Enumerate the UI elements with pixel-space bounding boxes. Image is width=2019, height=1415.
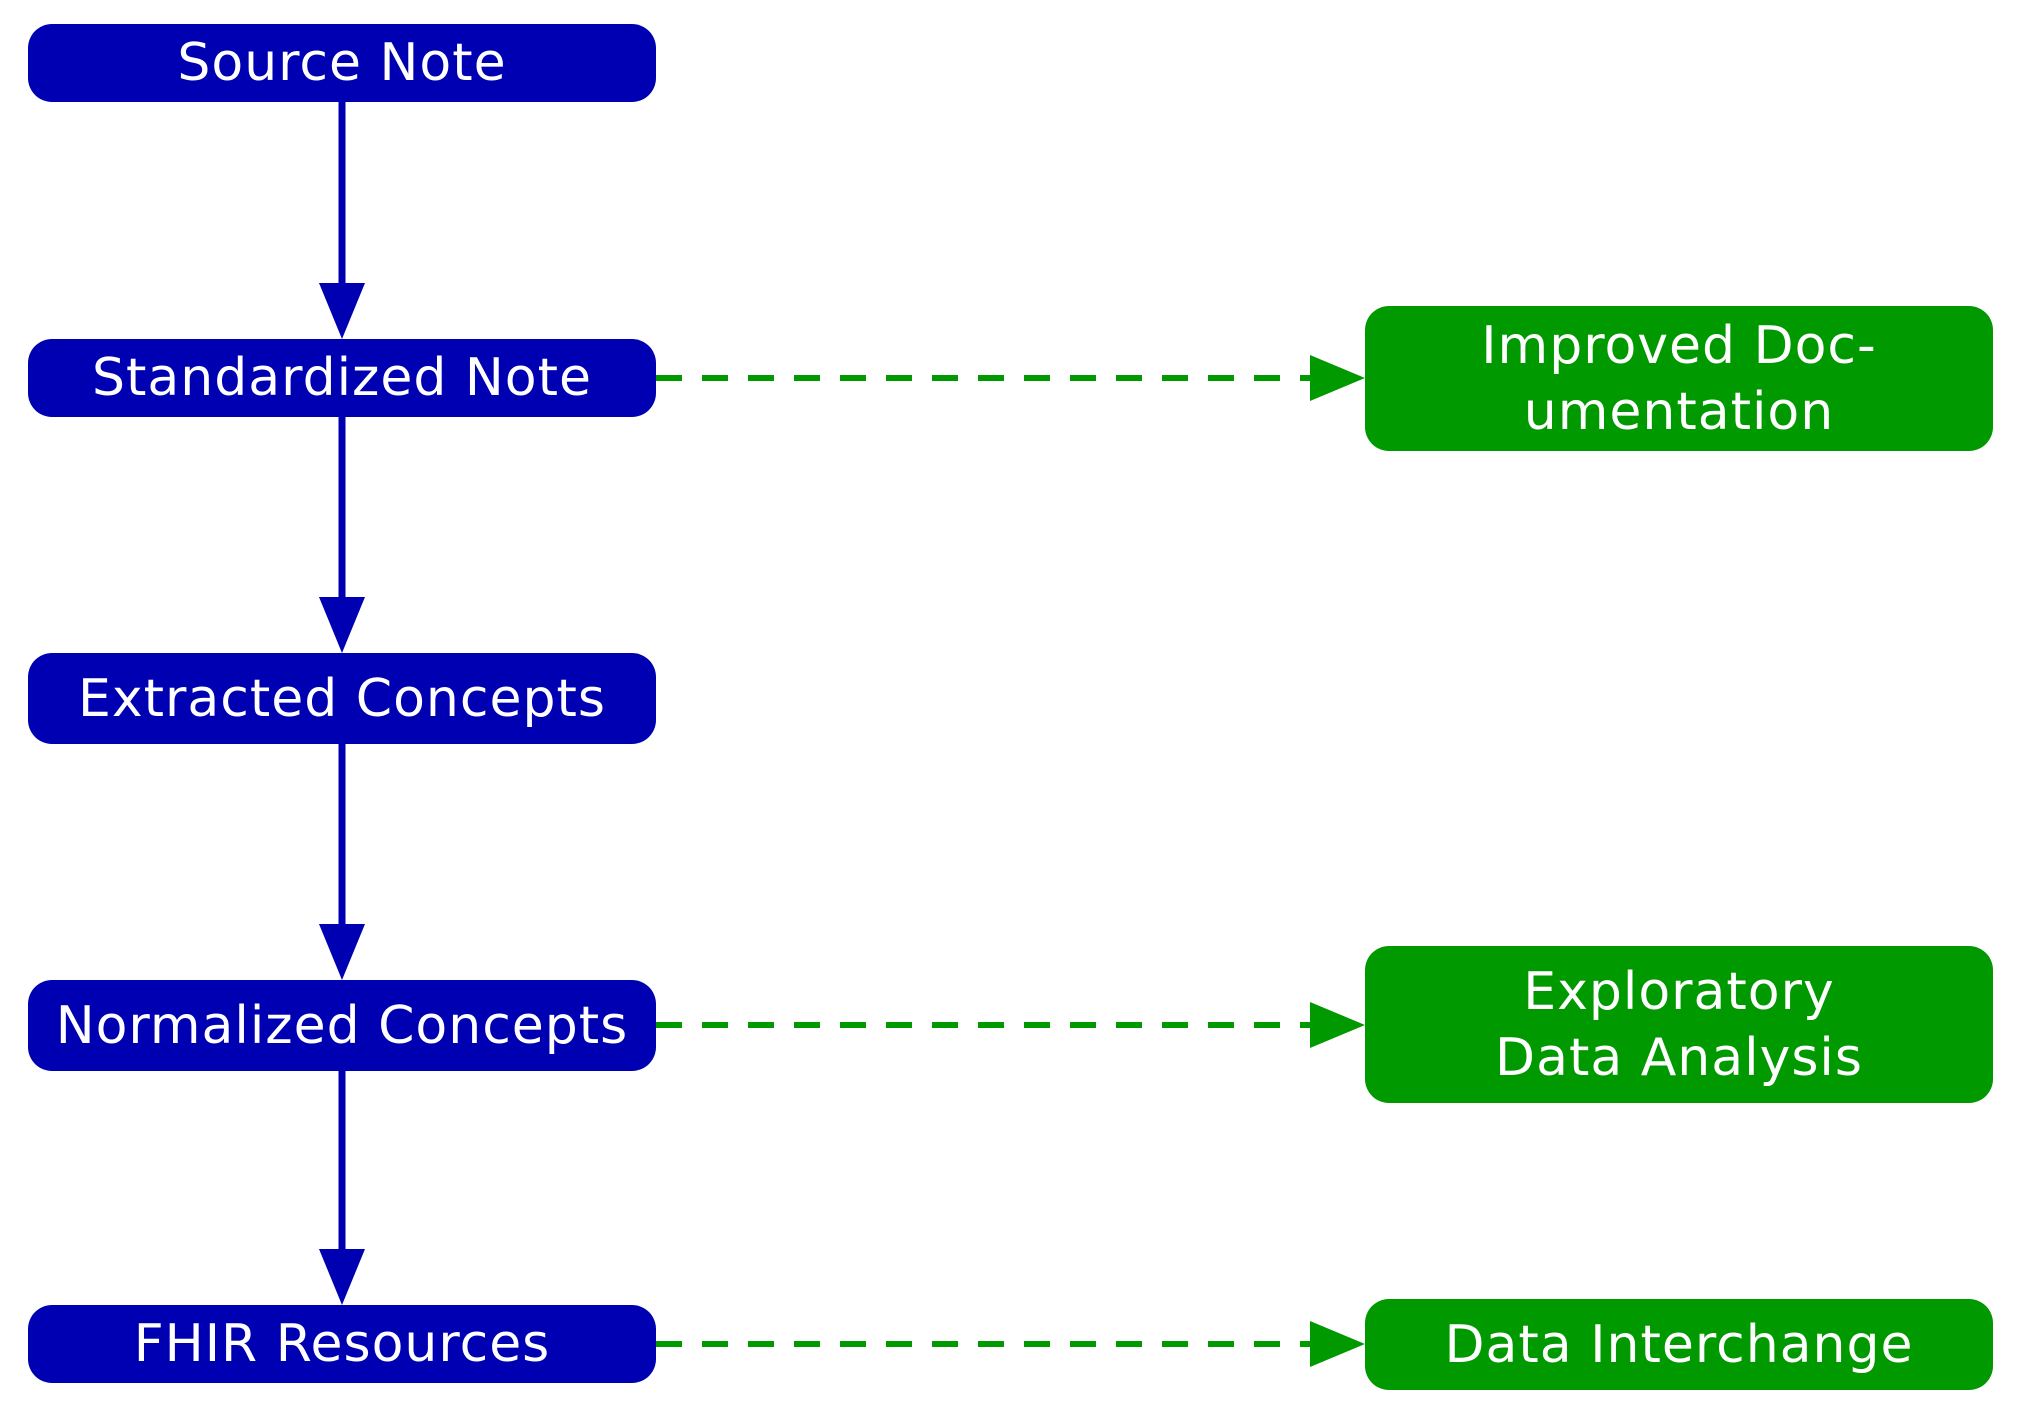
node-data-interchange-label: Data Interchange [1444,1314,1914,1375]
node-exploratory-line2: Data Analysis [1495,1027,1863,1088]
node-fhir-resources: FHIR Resources [28,1305,656,1383]
arrowhead-source-to-standardized [319,283,365,339]
arrowhead-standardized-to-extracted [319,597,365,653]
node-data-interchange: Data Interchange [1365,1299,1993,1390]
node-extracted-concepts: Extracted Concepts [28,653,656,744]
node-standardized-note-label: Standardized Note [92,348,592,408]
node-standardized-note: Standardized Note [28,339,656,417]
node-extracted-concepts-label: Extracted Concepts [78,668,606,729]
arrowhead-fhir-to-interchange [1310,1321,1365,1367]
node-source-note: Source Note [28,24,656,102]
node-exploratory-data-analysis: Exploratory Data Analysis [1365,946,1993,1103]
arrowhead-extracted-to-normalized [319,924,365,980]
node-fhir-resources-label: FHIR Resources [133,1314,551,1374]
arrowhead-normalized-to-exploratory [1310,1002,1365,1048]
dashed-connectors [656,355,1365,1367]
solid-connectors [319,102,365,1305]
arrowhead-standardized-to-improved [1310,355,1365,401]
node-improved-documentation: Improved Doc- umentation [1365,306,1993,451]
node-improved-documentation-line2: umentation [1523,381,1835,442]
node-source-note-label: Source Note [177,33,507,93]
arrowhead-normalized-to-fhir [319,1249,365,1305]
node-normalized-concepts: Normalized Concepts [28,980,656,1071]
node-normalized-concepts-label: Normalized Concepts [55,995,629,1056]
node-improved-documentation-line1: Improved Doc- [1481,315,1877,376]
node-exploratory-line1: Exploratory [1523,961,1835,1022]
